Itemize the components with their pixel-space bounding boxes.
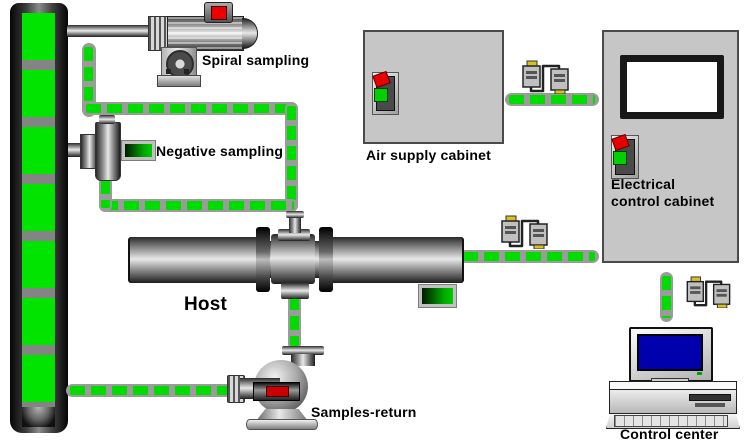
control-center-label: Control center — [620, 426, 719, 442]
host-bottom-outlet — [281, 283, 309, 299]
host-inlet-stub — [289, 216, 301, 233]
pipe-dashes — [70, 386, 228, 395]
pipe-host-to-cabinet — [459, 250, 599, 263]
keyboard — [614, 415, 728, 427]
pipe-loop-top — [82, 102, 298, 115]
air-supply-cabinet-label: Air supply cabinet — [366, 147, 491, 163]
pump-base-cone — [256, 409, 308, 421]
pipe-spiral-down — [82, 43, 96, 117]
tower-level-cells — [22, 13, 55, 411]
status-display-icon — [418, 284, 457, 308]
negative-sampler-body — [95, 122, 121, 181]
cabinet-window — [620, 55, 724, 119]
pump-neck — [291, 354, 315, 366]
monitor-screen — [637, 334, 703, 371]
pipe-dashes — [463, 252, 595, 261]
pipe-negative-drop — [99, 176, 112, 212]
red-button-icon — [204, 2, 233, 23]
pipe-cabinet-to-computer — [660, 272, 673, 322]
pipe-dashes — [287, 106, 296, 208]
spiral-sampling-label: Spiral sampling — [202, 52, 310, 68]
host-cylinder-left — [128, 237, 261, 283]
spiral-base-plate — [157, 75, 201, 87]
spiral-feed-pipe — [67, 25, 152, 37]
cable-connector-icon — [686, 276, 731, 308]
bolt — [184, 69, 189, 74]
computer-case — [609, 389, 737, 414]
host-label: Host — [184, 294, 228, 315]
switch-green — [375, 89, 387, 101]
negative-sampling-label: Negative sampling — [156, 143, 284, 159]
cable-connector-icon — [522, 60, 569, 94]
red-indicator — [266, 386, 289, 397]
pipe-dashes — [662, 276, 671, 318]
monitor — [629, 327, 713, 382]
pipe-dashes — [103, 201, 294, 210]
pump-base-plate — [246, 419, 318, 430]
host-flange-right — [319, 227, 333, 292]
pump-top-flange — [282, 346, 324, 355]
pipe-dashes — [290, 296, 299, 346]
pipe-dashes — [86, 104, 294, 113]
cable-connector-icon — [501, 215, 548, 249]
pipe-loop-right — [285, 102, 298, 212]
drive-slot — [689, 394, 731, 401]
power-switch-icon — [372, 72, 399, 115]
pipe-samples-return — [66, 384, 232, 397]
status-display-icon — [121, 140, 156, 161]
spiral-end-cap — [242, 18, 258, 49]
pipe-dashes — [101, 180, 110, 208]
electrical-cabinet-label-line2: control cabinet — [611, 193, 715, 209]
pipe-loop-bottom-to-host — [99, 199, 298, 212]
switch-green — [614, 152, 626, 164]
negative-sampler-cap — [99, 115, 115, 124]
host-cylinder-right — [330, 237, 464, 283]
power-switch-icon — [611, 135, 639, 179]
samples-return-label: Samples-return — [311, 404, 417, 420]
drive-slot — [695, 403, 725, 407]
red-indicator — [211, 6, 227, 20]
host-center-block — [271, 234, 315, 284]
sampling-tower — [10, 3, 68, 433]
tower-bottom-shade — [22, 407, 55, 427]
electrical-cabinet-label-line1: Electrical — [611, 176, 676, 192]
monitor-power-led — [697, 372, 702, 375]
host-top-box — [278, 229, 310, 241]
host-inlet-cap — [286, 211, 304, 218]
pipe-air-to-cabinet — [505, 93, 599, 106]
host-flange-left — [256, 227, 270, 292]
pipe-dashes — [509, 95, 595, 104]
pipe-dashes — [84, 47, 93, 113]
pipe-host-to-pump — [288, 292, 301, 350]
bolt — [166, 69, 171, 74]
